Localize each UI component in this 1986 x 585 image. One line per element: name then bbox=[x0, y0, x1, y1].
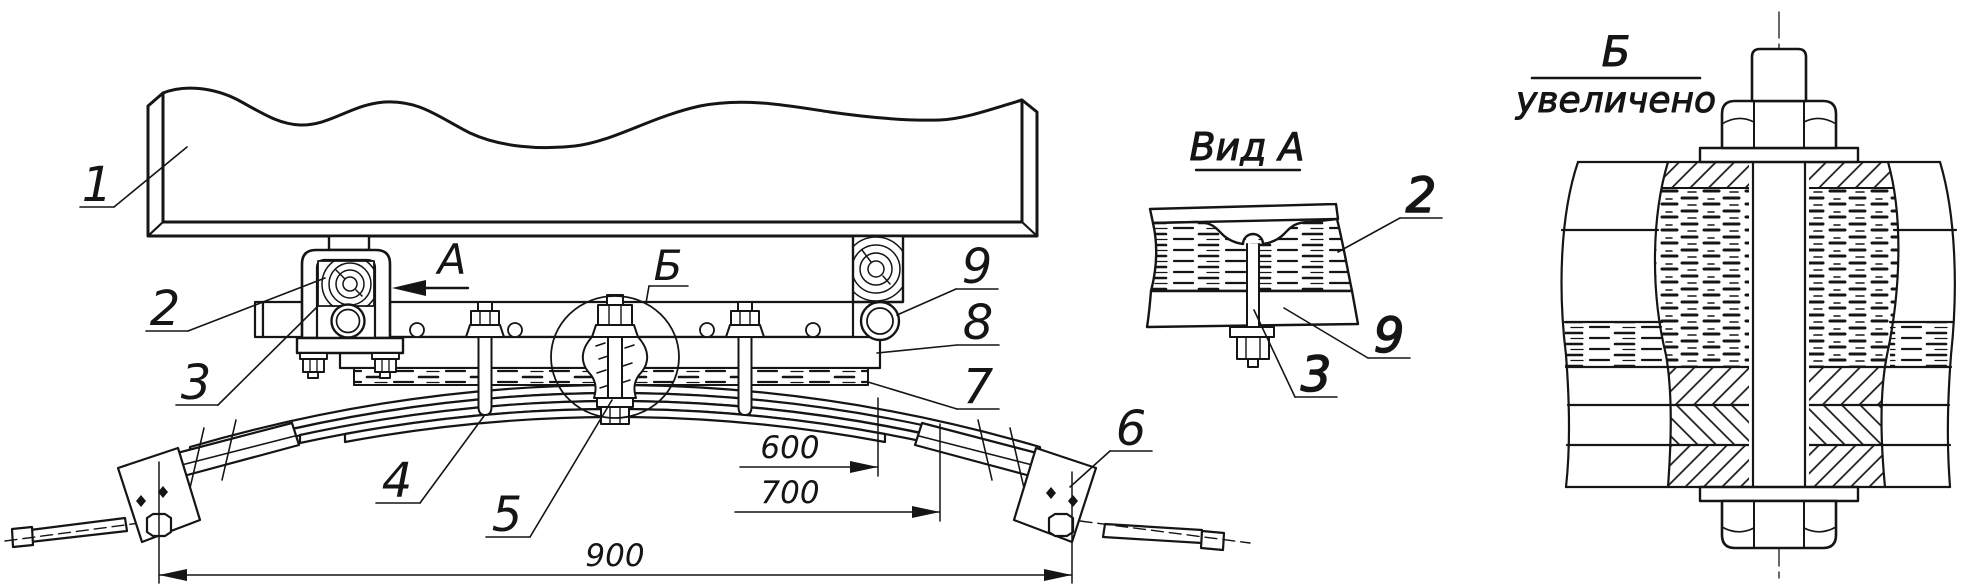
dimension-900: 900 bbox=[158, 461, 1073, 584]
part-label-2: 2 bbox=[150, 281, 181, 337]
callout-8: 8 bbox=[876, 295, 1000, 354]
part-label-9: 9 bbox=[962, 239, 993, 295]
center-bolt-assembly bbox=[581, 294, 649, 425]
detail-mark-letter: Б bbox=[654, 241, 683, 290]
dimension-600: 600 bbox=[739, 397, 879, 477]
part-label-7: 7 bbox=[963, 359, 994, 415]
detail-b-title: Б bbox=[1602, 27, 1631, 76]
part-label-6: 6 bbox=[1116, 401, 1147, 457]
dim-900-value: 900 bbox=[585, 538, 644, 574]
front-bracket bbox=[295, 234, 405, 379]
callout-1: 1 bbox=[79, 146, 188, 213]
dim-700-value: 700 bbox=[760, 475, 819, 511]
detail-b: Б увеличено bbox=[1514, 11, 1958, 584]
callout-7: 7 bbox=[867, 359, 1000, 415]
body-panel bbox=[146, 86, 1039, 238]
part-label-8: 8 bbox=[963, 295, 994, 351]
callout-3: 3 bbox=[175, 305, 319, 411]
view-a-callouts: 2 9 3 bbox=[1253, 167, 1443, 404]
main-view: Б А 600 700 bbox=[4, 86, 1251, 584]
spring-pins bbox=[465, 301, 765, 416]
left-end-clamp bbox=[4, 419, 301, 549]
dim-600-value: 600 bbox=[760, 430, 819, 466]
callout-9: 9 bbox=[896, 239, 999, 316]
part-label-5: 5 bbox=[492, 487, 523, 543]
arrow-a-head bbox=[392, 280, 426, 296]
detail-b-bolt bbox=[1698, 47, 1860, 550]
part-labels: 1 2 3 4 5 6 7 bbox=[79, 146, 1153, 543]
part-label-3: 3 bbox=[181, 355, 212, 411]
view-a-label-2: 2 bbox=[1406, 168, 1437, 224]
section-arrow-a: А bbox=[392, 235, 470, 296]
dimension-700: 700 bbox=[734, 423, 941, 522]
view-a-label-9: 9 bbox=[1374, 308, 1405, 364]
dimensions: 600 700 900 bbox=[158, 397, 1073, 584]
view-a-label-3: 3 bbox=[1301, 347, 1332, 403]
u-bolt-nuts bbox=[299, 352, 400, 379]
callout-6: 6 bbox=[1069, 401, 1153, 488]
view-a-bolt bbox=[1229, 243, 1275, 368]
rear-wood-block bbox=[851, 234, 905, 342]
callout-2: 2 bbox=[145, 277, 326, 337]
detail-b-break-lines bbox=[1560, 160, 1956, 489]
detail-b-subtitle: увеличено bbox=[1515, 80, 1716, 121]
view-a-floor-edge bbox=[1148, 202, 1340, 225]
callout-5: 5 bbox=[485, 399, 613, 543]
section-view-letter: А bbox=[435, 235, 467, 284]
view-a: Вид А 2 9 3 bbox=[1145, 125, 1443, 404]
part-label-4: 4 bbox=[382, 453, 413, 509]
callout-4: 4 bbox=[375, 415, 485, 509]
detail-circle-b: Б bbox=[550, 241, 689, 419]
view-a-title: Вид А bbox=[1189, 125, 1304, 169]
right-end-clamp bbox=[913, 419, 1251, 552]
part-label-1: 1 bbox=[82, 157, 113, 213]
bar-holes bbox=[409, 322, 821, 338]
